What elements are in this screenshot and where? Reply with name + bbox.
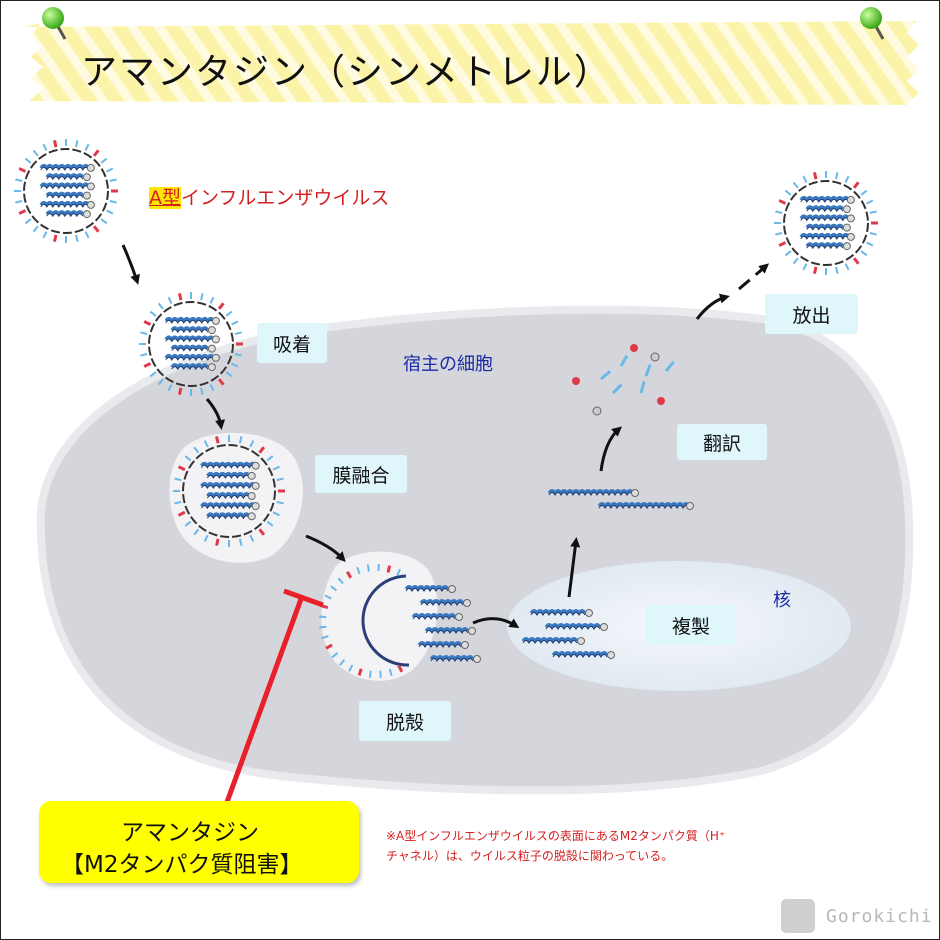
virus-particle-free [14,139,118,243]
host-cell-label: 宿主の細胞 [403,354,493,375]
footnote-line-2: チャネル）は、ウイルス粒子の脱殻に関わっている。 [386,849,674,863]
pin-right-icon [860,7,885,40]
rna-strand [547,489,639,497]
rna-strand [799,195,855,204]
drug-name: アマンタジン [121,820,259,846]
viral-proteins [572,344,675,416]
rna-strand [200,481,260,490]
step-label-release: 放出 [765,294,858,334]
rna-strand [45,210,91,219]
rna-strand [170,326,216,335]
rna-strand [419,599,471,607]
rna-strand [417,641,469,649]
rna-strand [544,623,608,631]
virus-type-rest: インフルエンザウイルス [181,187,390,209]
page-title: アマンタジン（シンメトレル） [81,52,612,93]
brand-name: Gorokichi [826,906,933,927]
panda-logo-icon [781,899,815,933]
step-label-translation: 翻訳 [677,424,767,460]
rna-strand [805,223,851,232]
step-label-uncoating: 脱殻 [359,701,451,741]
rna-strand [39,182,95,191]
drug-mechanism: 【M2タンパク質阻害】 [61,852,303,878]
rna-strand [164,353,220,362]
rna-strand [805,205,851,214]
rna-strand [521,637,585,645]
virus-type-label: A型インフルエンザウイルス [149,183,389,210]
uncoating-capsid [319,564,410,678]
rna-strand [170,344,216,353]
rna-strand [597,502,694,510]
rna-strand [164,316,220,325]
inhibition-marker [220,588,324,814]
rna-strand [411,613,463,621]
rna-strand [206,512,256,521]
rna-strand [164,335,220,344]
title-band [23,21,919,105]
rna-strand [429,655,481,663]
rna-strand [39,200,95,209]
process-arrows [121,244,770,629]
rna-strand [529,609,593,617]
endosome-uncoating [321,551,438,681]
step-label-replication: 複製 [646,605,736,645]
pin-left-icon [42,7,67,40]
virus-type-highlight: A型 [149,187,181,209]
rna-strand [805,242,851,251]
rna-strand [170,363,216,372]
viral-rna-cytoplasm [547,489,694,510]
step-label-adsorption: 吸着 [257,323,327,363]
rna-strand [200,461,260,470]
rna-strand [45,191,91,200]
step-label-fusion: 膜融合 [315,455,407,493]
virus-particle-adsorbed [139,292,243,396]
virus-particle-released [774,171,878,275]
virus-particle-fusing [173,435,285,547]
rna-strand [45,173,91,182]
viral-rna-uncoated [404,585,481,663]
rna-strand [206,492,256,501]
rna-strand [551,651,615,659]
rna-strand [424,627,476,635]
rna-strand [206,471,256,480]
endosome-fusion [169,432,303,563]
rna-strand [200,502,260,511]
viral-rna-nucleus [521,609,615,659]
nucleus-label: 核 [773,590,791,611]
footnote-line-1: ※A型インフルエンザウイルスの表面にあるM2タンパク質（H⁺ [386,829,726,843]
rna-strand [799,232,855,241]
drug-callout [39,801,359,883]
rna-strand [39,163,95,172]
rna-strand [404,585,456,593]
rna-strand [799,214,855,223]
